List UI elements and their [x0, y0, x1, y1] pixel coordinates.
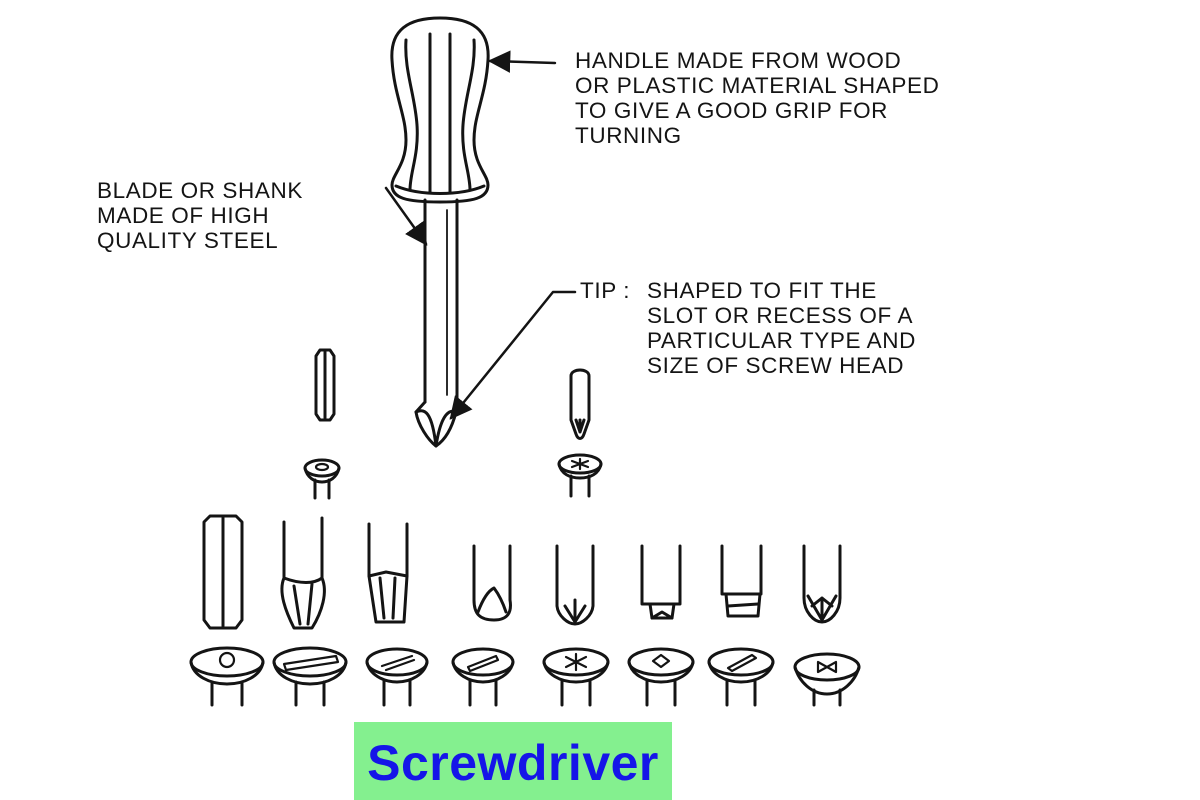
tip-label-text: SHAPED TO FIT THE SLOT OR RECESS OF A PA… — [647, 278, 916, 378]
screw-slotted-small — [451, 647, 515, 707]
blade-pointer-arrow — [384, 186, 428, 246]
blade-label: BLADE OR SHANK MADE OF HIGH QUALITY STEE… — [97, 178, 303, 253]
bit-hex-key — [202, 514, 244, 630]
handle-pointer-arrow — [487, 50, 557, 73]
screw-socket — [189, 646, 265, 707]
screw-square-small — [627, 647, 695, 707]
bit-flat-large — [280, 516, 326, 630]
hex-bit-small — [314, 348, 336, 422]
diagram-title: Screwdriver — [367, 735, 659, 791]
cross-screw-small — [557, 453, 603, 498]
main-screwdriver — [390, 16, 490, 448]
screw-slotted-medium — [365, 647, 429, 707]
handle-groove-left — [404, 38, 419, 192]
bit-flat-medium — [367, 522, 409, 624]
screw-cross — [542, 647, 610, 707]
cross-bit-small — [569, 368, 591, 440]
ferrule — [394, 184, 486, 195]
bit-square-small — [640, 544, 682, 620]
handle — [390, 16, 490, 204]
title-banner: Screwdriver — [354, 722, 672, 800]
bit-square-large — [720, 544, 763, 618]
tip-pointer-arrow — [449, 290, 577, 420]
handle-groove-right — [461, 38, 476, 192]
socket-screw-small — [303, 458, 341, 500]
bit-pozidriv — [802, 544, 842, 624]
handle-label: HANDLE MADE FROM WOOD OR PLASTIC MATERIA… — [575, 48, 940, 148]
screw-pozidriv — [793, 652, 861, 707]
screw-slotted-large — [272, 646, 348, 707]
bit-flat-small — [472, 544, 512, 622]
tip-label-key: TIP : — [580, 278, 631, 303]
screw-square-large — [707, 647, 775, 707]
bit-cross-point — [555, 544, 595, 626]
